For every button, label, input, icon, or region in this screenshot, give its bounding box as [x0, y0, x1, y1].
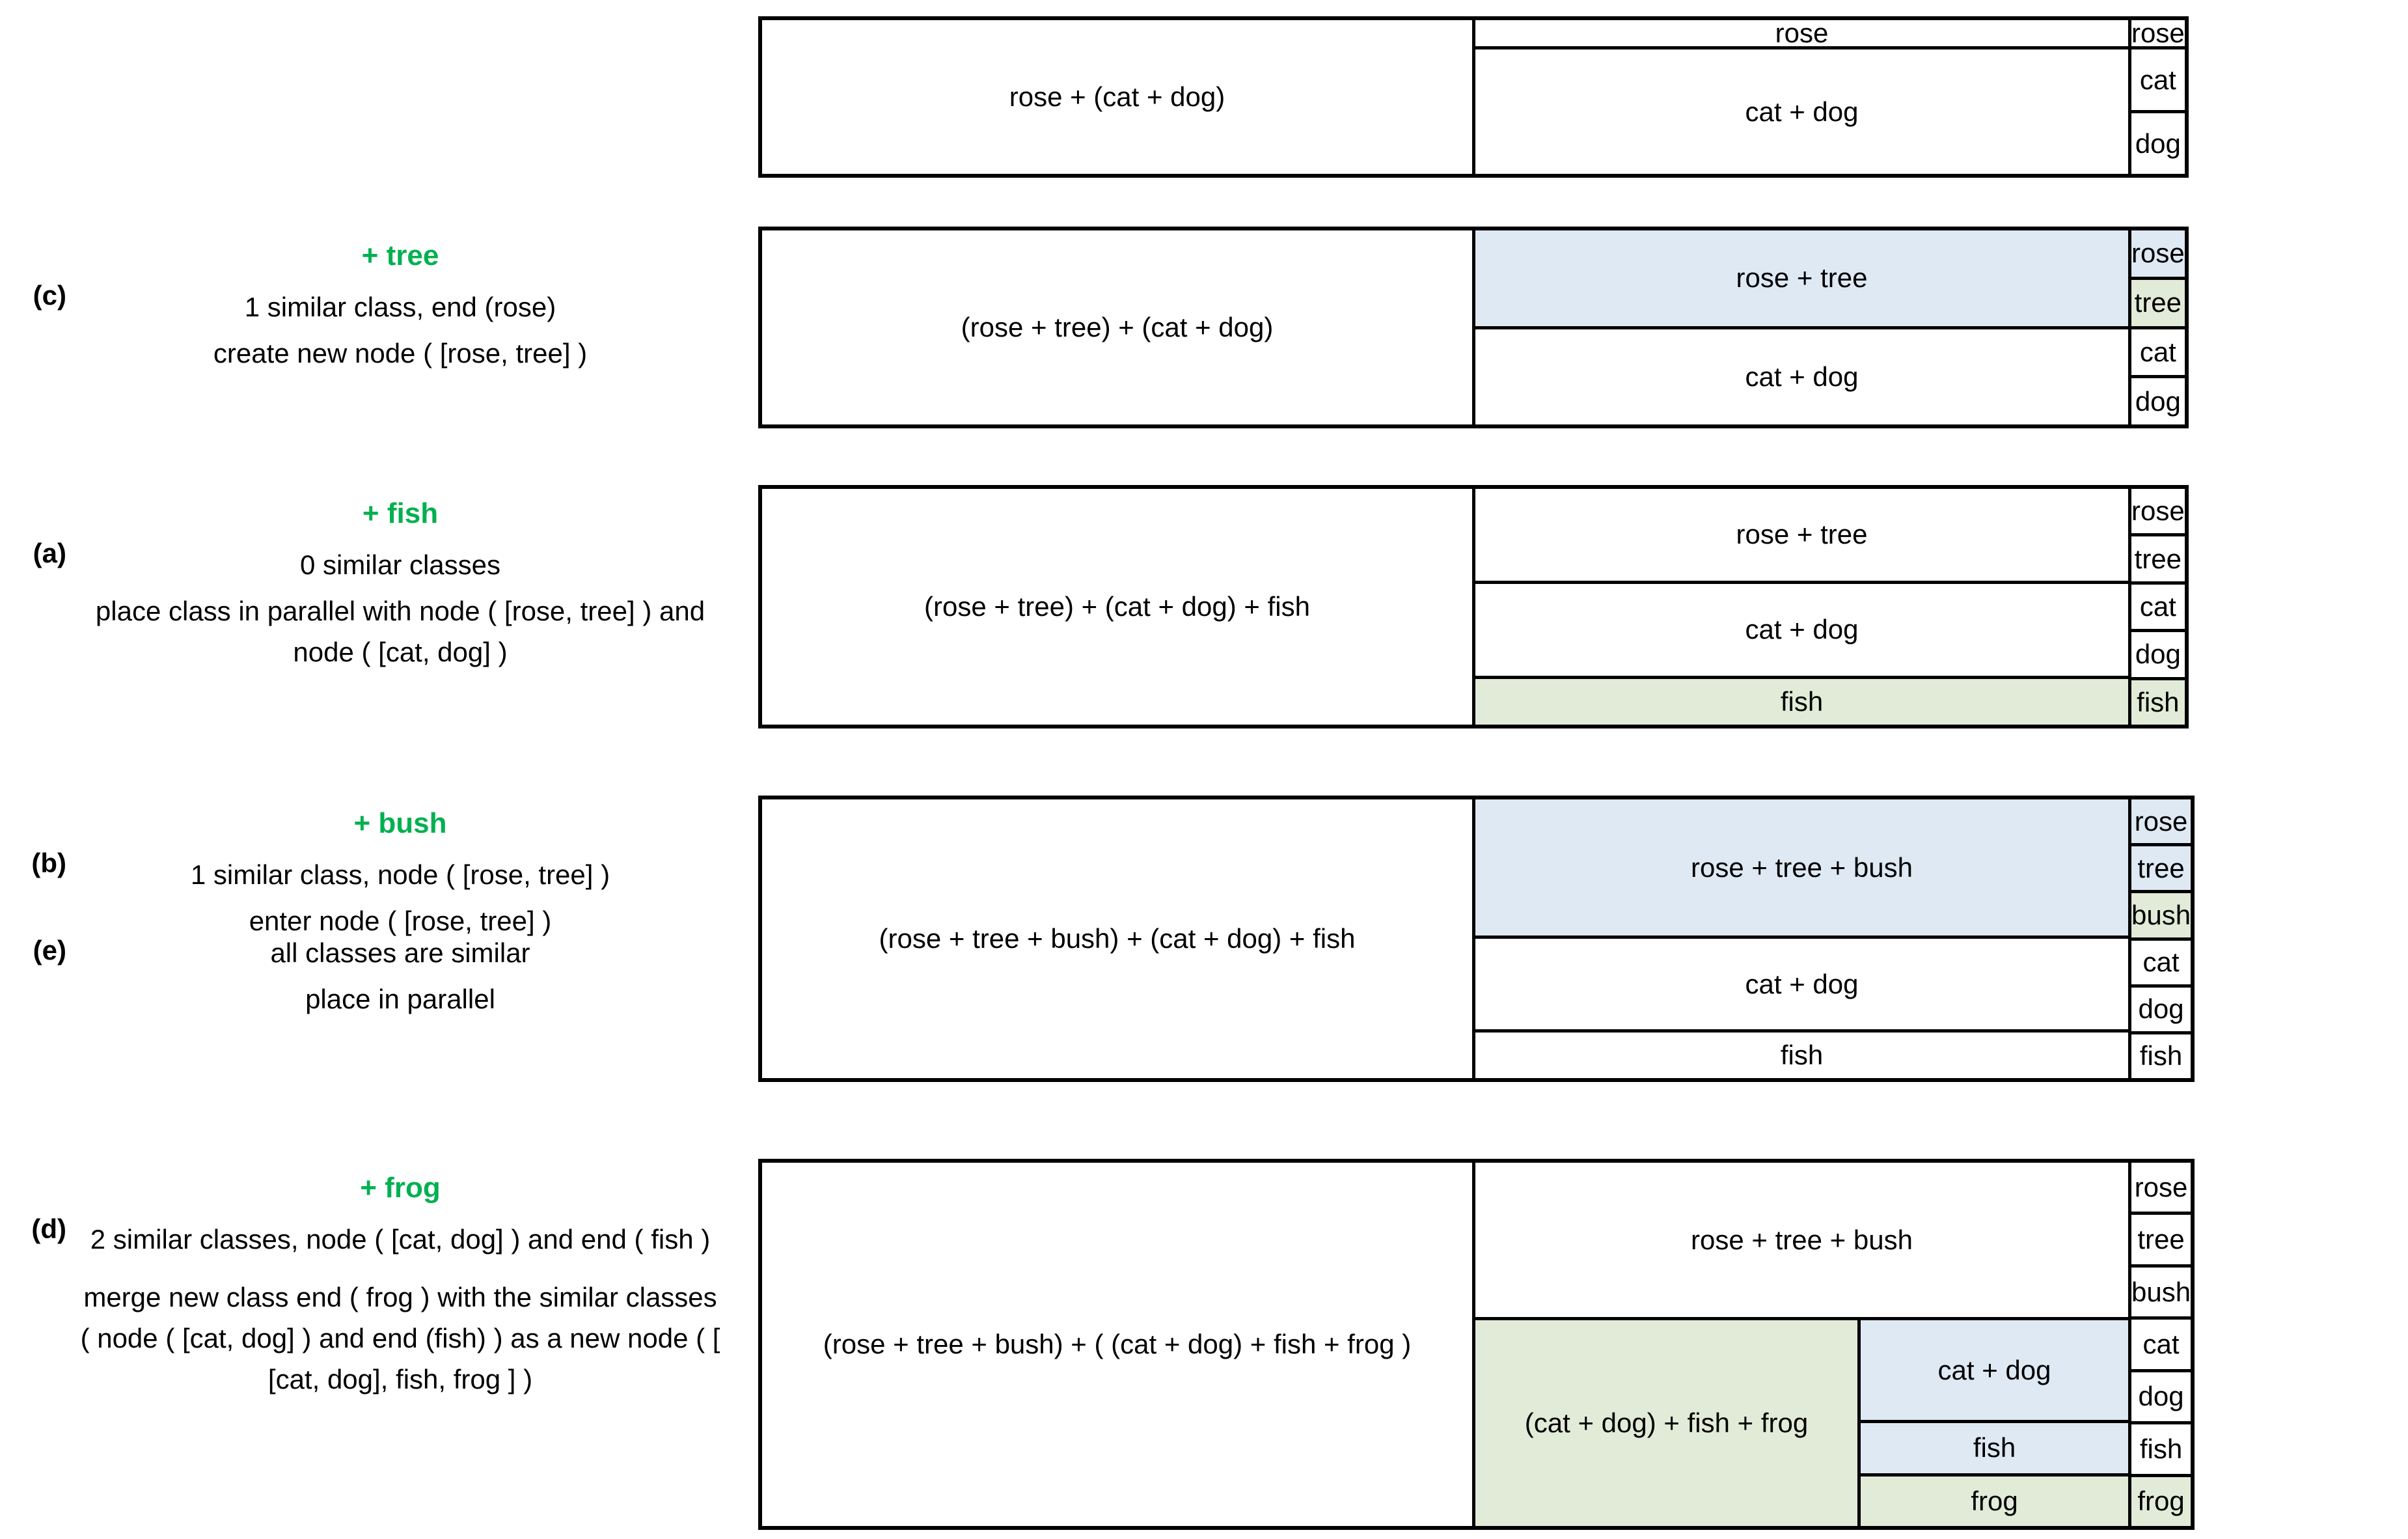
expression-cell-0: rose + (cat + dog)	[762, 20, 1475, 174]
leaf-cell: dog	[2131, 378, 2185, 424]
table-block-d: (rose + tree + bush) + ( (cat + dog) + f…	[758, 1159, 2195, 1530]
node-cell: rose + tree + bush	[1475, 799, 2128, 939]
expression-cell-d: (rose + tree + bush) + ( (cat + dog) + f…	[762, 1163, 1475, 1526]
expression-cell-b: (rose + tree + bush) + (cat + dog) + fis…	[762, 799, 1475, 1078]
leaf-cell: frog	[2131, 1477, 2191, 1526]
leaf-cell: tree	[2131, 846, 2191, 894]
description-block-c: (c) + tree 1 similar class, end (rose) c…	[0, 234, 748, 379]
leaf-column-c: rose tree cat dog	[2131, 230, 2185, 424]
node-cell: rose	[1475, 20, 2128, 49]
leaf-cell: dog	[2131, 987, 2191, 1034]
description-line: all classes are similar	[270, 937, 530, 968]
leaf-column-0: rose cat dog	[2131, 20, 2185, 174]
leaf-column-d: rose tree bush cat dog fish frog	[2131, 1163, 2191, 1526]
leaf-cell: cat	[2131, 584, 2185, 633]
node-column-c: rose + tree cat + dog	[1475, 230, 2131, 424]
add-class-label-tree: + tree	[361, 240, 439, 271]
node-cell: fish	[1861, 1423, 2128, 1477]
add-class-label-bush: + bush	[353, 807, 447, 839]
leaf-cell: cat	[2131, 49, 2185, 113]
table-block-0: rose + (cat + dog) rose cat + dog rose c…	[758, 16, 2189, 178]
leaf-column-a: rose tree cat dog fish	[2131, 489, 2185, 725]
description-line: 1 similar class, end (rose)	[244, 292, 556, 322]
leaf-cell: rose	[2131, 1163, 2191, 1215]
node-cell: rose + tree + bush	[1475, 1163, 2128, 1320]
leaf-cell: cat	[2131, 940, 2191, 988]
expression-cell-a: (rose + tree) + (cat + dog) + fish	[762, 489, 1475, 725]
description-text-a: + fish 0 similar classes place class in …	[78, 492, 748, 678]
node-cell: cat + dog	[1861, 1320, 2128, 1423]
leaf-cell: bush	[2131, 1267, 2191, 1320]
description-line: merge new class end ( frog ) with the si…	[80, 1282, 720, 1394]
nested-node-label: (cat + dog) + fish + frog	[1475, 1320, 1861, 1526]
table-block-b: (rose + tree + bush) + (cat + dog) + fis…	[758, 796, 2195, 1082]
leaf-cell: tree	[2131, 279, 2185, 329]
leaf-cell: tree	[2131, 536, 2185, 585]
step-tag-d: (d)	[31, 1213, 66, 1244]
description-line: create new node ( [rose, tree] )	[213, 338, 588, 368]
description-line: enter node ( [rose, tree] )	[249, 906, 552, 936]
leaf-cell: cat	[2131, 329, 2185, 379]
node-column-b: rose + tree + bush cat + dog fish	[1475, 799, 2131, 1078]
node-cell: cat + dog	[1475, 49, 2128, 174]
description-line: place in parallel	[305, 984, 495, 1014]
leaf-cell: tree	[2131, 1215, 2191, 1268]
node-column-d: rose + tree + bush (cat + dog) + fish + …	[1475, 1163, 2131, 1526]
description-line: 2 similar classes, node ( [cat, dog] ) a…	[90, 1224, 711, 1255]
leaf-cell: bush	[2131, 893, 2191, 941]
node-cell: fish	[1475, 1033, 2128, 1078]
leaf-cell: fish	[2131, 680, 2185, 725]
leaf-cell: rose	[2131, 230, 2185, 280]
description-line: place class in parallel with node ( [ros…	[95, 596, 705, 667]
step-tag-b: (b)	[31, 848, 66, 878]
node-cell: rose + tree	[1475, 489, 2128, 584]
table-block-c: (rose + tree) + (cat + dog) rose + tree …	[758, 227, 2189, 428]
node-cell: fish	[1475, 678, 2128, 725]
step-tag-a: (a)	[33, 538, 66, 568]
description-text-e: all classes are similar place in paralle…	[78, 932, 748, 1025]
add-class-label-fish: + fish	[362, 497, 439, 529]
leaf-cell: cat	[2131, 1320, 2191, 1372]
expression-cell-c: (rose + tree) + (cat + dog)	[762, 230, 1475, 424]
description-line: 1 similar class, node ( [rose, tree] )	[190, 859, 610, 890]
leaf-cell: fish	[2131, 1424, 2191, 1477]
leaf-cell: dog	[2131, 632, 2185, 680]
nested-subnode-column: cat + dog fish frog	[1861, 1320, 2128, 1526]
leaf-cell: rose	[2131, 489, 2185, 537]
node-cell: cat + dog	[1475, 329, 2128, 424]
node-cell: frog	[1861, 1476, 2128, 1526]
leaf-cell: fish	[2131, 1034, 2191, 1079]
description-text-d: + frog 2 similar classes, node ( [cat, d…	[78, 1167, 748, 1405]
step-tag-e: (e)	[33, 935, 66, 965]
node-cell: cat + dog	[1475, 939, 2128, 1033]
description-line: 0 similar classes	[299, 549, 501, 580]
leaf-cell: dog	[2131, 113, 2185, 174]
nested-node-group-d: (cat + dog) + fish + frog cat + dog fish…	[1475, 1320, 2128, 1526]
node-column-a: rose + tree cat + dog fish	[1475, 489, 2131, 725]
description-block-d: (d) + frog 2 similar classes, node ( [ca…	[0, 1167, 748, 1405]
leaf-column-b: rose tree bush cat dog fish	[2131, 799, 2191, 1079]
node-cell: cat + dog	[1475, 583, 2128, 679]
description-text-c: + tree 1 similar class, end (rose) creat…	[78, 234, 748, 379]
leaf-cell: dog	[2131, 1372, 2191, 1425]
step-tag-c: (c)	[33, 280, 66, 311]
description-block-b: (b) + bush 1 similar class, node ( [rose…	[0, 802, 748, 947]
description-block-e: (e) all classes are similar place in par…	[0, 932, 748, 1025]
description-block-a: (a) + fish 0 similar classes place class…	[0, 492, 748, 678]
description-text-b: + bush 1 similar class, node ( [rose, tr…	[78, 802, 748, 947]
table-block-a: (rose + tree) + (cat + dog) + fish rose …	[758, 485, 2189, 728]
leaf-cell: rose	[2131, 20, 2185, 49]
add-class-label-frog: + frog	[360, 1172, 441, 1204]
leaf-cell: rose	[2131, 799, 2191, 847]
node-column-0: rose cat + dog	[1475, 20, 2131, 174]
node-cell: rose + tree	[1475, 230, 2128, 329]
